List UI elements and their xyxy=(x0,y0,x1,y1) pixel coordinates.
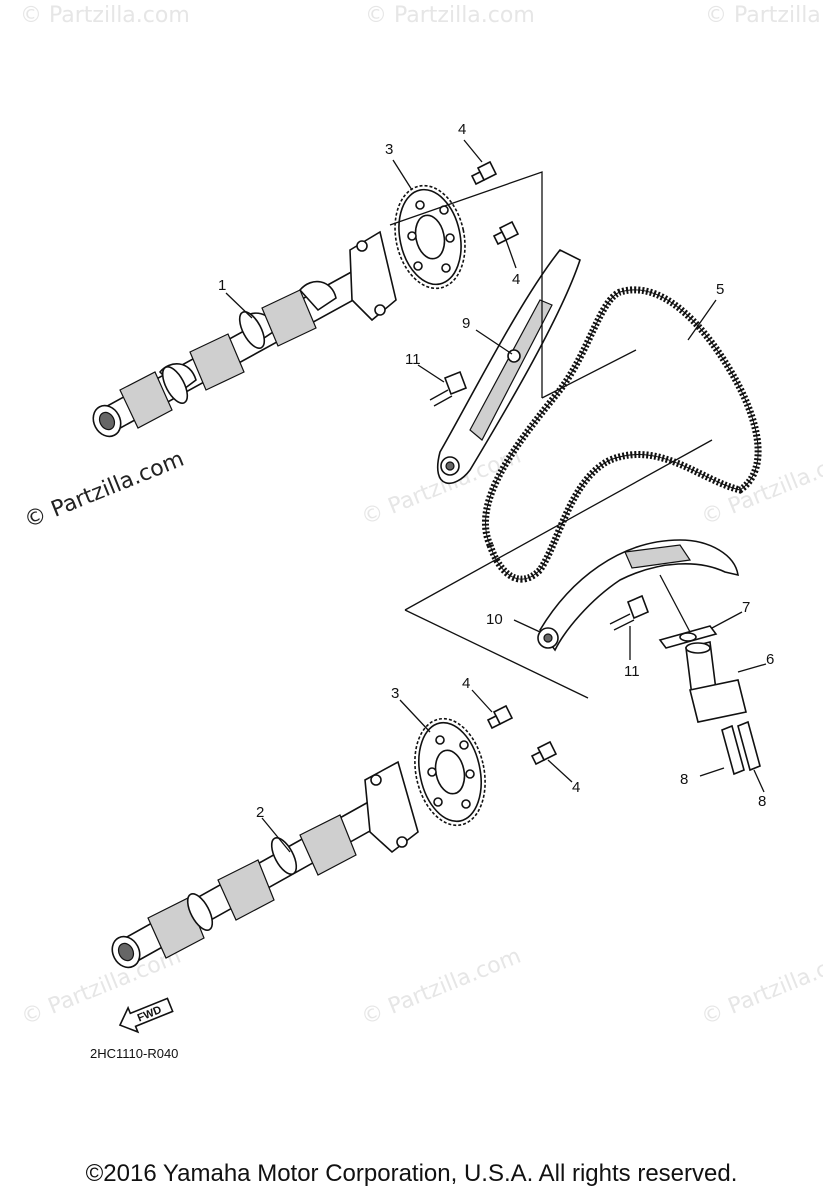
callout-5: 5 xyxy=(716,281,724,298)
bolt-11-lower xyxy=(609,594,650,631)
copyright-footer: ©2016 Yamaha Motor Corporation, U.S.A. A… xyxy=(85,1160,738,1187)
chain-tensioner xyxy=(685,641,747,723)
leader-lines xyxy=(225,139,767,853)
cam-sprocket-lower xyxy=(414,717,486,827)
watermark-main: © Partzilla.com xyxy=(21,447,188,534)
callout-8-b: 8 xyxy=(758,793,766,810)
callout-4-lower-b: 4 xyxy=(572,779,580,796)
callout-3-lower: 3 xyxy=(391,685,399,702)
callout-11-upper: 11 xyxy=(405,351,421,368)
callout-4-upper-b: 4 xyxy=(512,271,520,288)
watermark-faint-group: © Partzilla.com © Partzilla.com © Partzi… xyxy=(18,3,823,1031)
callout-2: 2 xyxy=(256,804,264,821)
camshaft-lower xyxy=(111,760,419,969)
gasket xyxy=(658,625,718,649)
callouts: 1 2 3 3 4 4 4 4 5 6 7 8 8 9 10 11 11 xyxy=(218,121,774,821)
callout-4-lower-a: 4 xyxy=(462,675,470,692)
watermark-faint: © Partzilla.com xyxy=(705,3,823,28)
callout-7: 7 xyxy=(742,599,750,616)
bolt-group-lower xyxy=(486,704,558,766)
watermark-faint: © Partzilla.com xyxy=(698,944,823,1031)
fwd-arrow: FWD xyxy=(118,997,174,1034)
callout-10: 10 xyxy=(486,611,503,628)
tensioner-guide xyxy=(537,539,739,652)
cam-sprocket-upper xyxy=(394,184,466,290)
watermark-faint: © Partzilla.com xyxy=(698,444,823,531)
callout-8-a: 8 xyxy=(680,771,688,788)
bolt-11-upper xyxy=(429,370,468,407)
chain-guide xyxy=(437,248,581,485)
callout-3-upper: 3 xyxy=(385,141,393,158)
callout-4-upper-a: 4 xyxy=(458,121,466,138)
bolt-group-upper xyxy=(470,160,520,246)
bolt-group-8 xyxy=(721,720,761,776)
callout-9: 9 xyxy=(462,315,470,332)
watermark-faint: © Partzilla.com xyxy=(20,3,190,28)
watermark-faint: © Partzilla.com xyxy=(365,3,535,28)
drawing-code: 2HC1110-R040 xyxy=(90,1046,178,1061)
callout-11-lower: 11 xyxy=(624,663,640,680)
reference-lines xyxy=(389,171,713,699)
camshaft-upper xyxy=(92,230,397,438)
timing-chain xyxy=(481,286,762,583)
diagram-svg: © Partzilla.com © Partzilla.com © Partzi… xyxy=(18,3,823,1061)
callout-1: 1 xyxy=(218,277,226,294)
watermark-faint: © Partzilla.com xyxy=(18,944,185,1031)
callout-6: 6 xyxy=(766,651,774,668)
watermark-faint: © Partzilla.com xyxy=(358,944,525,1031)
